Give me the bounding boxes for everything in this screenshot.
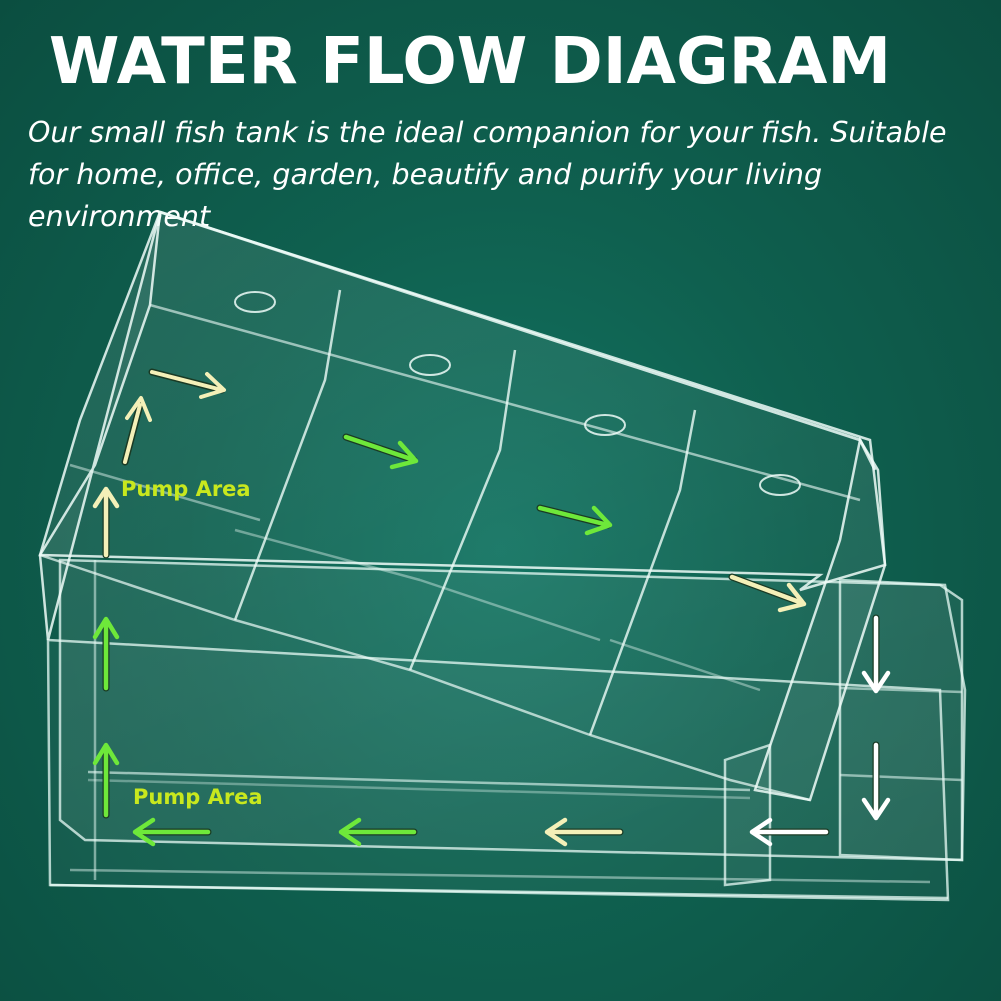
lid-hole-2 [409,354,451,376]
arrow-left-icon [749,817,829,847]
top-tank-inner-edge [149,303,861,502]
page-title: WATER FLOW DIAGRAM [48,25,892,99]
arrow-left-icon [132,817,211,847]
bottom-tank-inner-base [69,868,931,884]
bottom-tank-ledge [87,770,751,792]
top-tank-right-end [753,436,887,802]
shelf-line-right [419,578,601,642]
top-tank-bottom-edge [39,553,811,802]
right-compartment-shelf-2 [839,773,963,782]
arrow-up-icon [123,396,152,464]
lid-hole-3 [584,414,626,436]
flow-arrows [92,368,891,847]
arrow-up-icon [92,486,120,558]
arrow-right-icon [537,505,613,536]
arrow-down-icon [861,615,891,694]
bottom-tank-right-compartment [838,578,967,862]
bottom-tank-base [49,883,949,900]
pump-area-label-bottom: Pump Area [133,785,263,809]
arrow-left-icon [338,817,417,847]
page-subtitle: Our small fish tank is the ideal compani… [28,116,947,233]
arrow-left-icon [544,817,623,847]
arrow-right-icon [729,574,807,613]
shelf-line-left [69,463,261,522]
bottom-tank-front-panel [46,638,950,902]
divider-3 [588,409,697,736]
divider-1 [233,289,342,621]
shelf-line-mid [234,528,421,582]
lid-hole-4 [759,474,801,496]
divider-2 [408,349,517,671]
shelf-line-far [609,638,761,692]
pump-area-label-top: Pump Area [121,477,251,501]
arrow-right-icon [150,370,226,399]
top-tank [38,210,887,802]
arrow-up-icon [92,742,120,818]
top-tank-rim [38,210,887,592]
right-compartment-shelf-1 [839,686,963,694]
lid-hole-1 [234,291,276,313]
arrow-down-icon [861,742,891,821]
arrow-right-icon [343,434,419,470]
bottom-tank-ledge-2 [87,778,751,800]
top-tank-left-end [38,211,162,641]
arrow-up-icon [92,616,120,691]
